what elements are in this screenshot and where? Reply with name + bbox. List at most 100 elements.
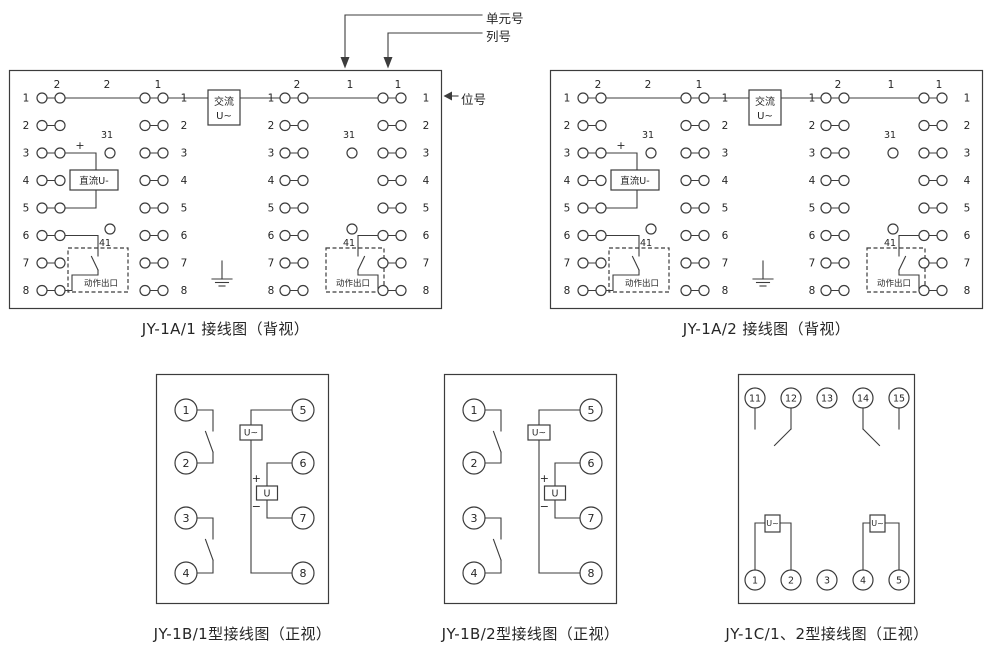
outlet-wire <box>898 234 920 257</box>
terminal-circle <box>297 119 309 132</box>
row-number: 7 <box>23 258 30 270</box>
terminal-circle <box>377 147 389 159</box>
outlet-label: 动作出口 <box>877 278 911 289</box>
terminal-circle <box>698 92 710 104</box>
terminal-circle <box>395 284 407 297</box>
dc-box <box>610 169 660 191</box>
dc-box <box>69 169 119 191</box>
ac-box <box>869 514 886 533</box>
terminal-circle <box>852 569 874 591</box>
terminal-31-label: 31 <box>343 130 355 141</box>
column-header: 1 <box>155 79 162 91</box>
ac-box-label: 交流 <box>755 95 775 108</box>
terminal-number: 13 <box>821 394 833 405</box>
terminal-circle <box>395 229 407 242</box>
row-number: 2 <box>268 120 275 132</box>
terminal-circle <box>157 229 169 242</box>
terminal-circle <box>395 92 407 104</box>
terminal-circle <box>139 202 151 214</box>
terminal-circle <box>139 119 151 132</box>
ac-box <box>239 424 263 441</box>
dc-wire <box>64 189 97 209</box>
contact-wire <box>484 409 502 432</box>
ac-box <box>748 89 782 126</box>
terminal-circle <box>139 284 151 297</box>
terminal-circle <box>780 387 802 409</box>
terminal-circle <box>297 147 309 159</box>
terminal-circle <box>838 257 850 269</box>
terminal-circle <box>36 202 48 214</box>
terminal-circle <box>820 174 832 187</box>
outlet-box <box>325 247 385 293</box>
terminal-circle <box>820 229 832 242</box>
diagram-border <box>8 69 443 310</box>
terminal-circle <box>395 119 407 132</box>
terminal-number: 7 <box>588 512 595 525</box>
terminal-circle <box>680 202 692 214</box>
row-number: 7 <box>181 258 188 270</box>
terminal-circle <box>54 174 66 187</box>
terminal-number: 14 <box>857 394 869 405</box>
terminal-circle <box>595 119 607 132</box>
column-header: 2 <box>104 79 111 91</box>
row-number: 8 <box>268 285 275 297</box>
dc-wire <box>554 499 581 519</box>
terminal-circle <box>297 174 309 187</box>
terminal-circle <box>680 229 692 242</box>
column-header: 1 <box>696 79 703 91</box>
terminal-circle <box>377 119 389 132</box>
switch-blade <box>862 428 881 447</box>
contact-wire <box>196 451 214 464</box>
callout-arrow-unit-icon <box>340 57 350 69</box>
terminal-circle <box>291 451 315 475</box>
terminal-circle <box>680 284 692 297</box>
terminal-number: 6 <box>300 457 307 470</box>
terminal-circle <box>888 387 910 409</box>
row-number: 5 <box>964 203 971 215</box>
callout-arrows <box>340 14 483 101</box>
terminal-circle <box>852 387 874 409</box>
ac-box <box>207 89 241 126</box>
terminal-circle <box>698 147 710 159</box>
terminal-circle <box>595 92 607 104</box>
terminal-circle <box>577 284 589 297</box>
terminal-circle <box>54 229 66 242</box>
row-number: 2 <box>809 120 816 132</box>
terminal-circle <box>698 174 710 187</box>
terminal-circle <box>918 147 930 159</box>
terminal-41 <box>346 223 358 235</box>
terminal-circle <box>680 92 692 104</box>
row-number: 5 <box>423 203 430 215</box>
row-number: 7 <box>268 258 275 270</box>
terminal-circle <box>816 569 838 591</box>
callout-position-label: 位号 <box>461 92 487 107</box>
terminal-circle <box>579 506 603 530</box>
row-number: 1 <box>564 93 571 105</box>
terminal-circle <box>838 229 850 242</box>
terminal-circle <box>579 561 603 585</box>
terminal-circle <box>139 229 151 242</box>
outlet-box <box>866 247 926 293</box>
terminal-circle <box>698 284 710 297</box>
row-number: 6 <box>809 230 816 242</box>
terminal-circle <box>579 398 603 422</box>
terminal-circle <box>820 202 832 214</box>
contact-wire <box>484 517 502 540</box>
row-number: 2 <box>964 120 971 132</box>
caption-jy-1a2: JY-1A/2 接线图（背视） <box>682 320 851 338</box>
row-number: 8 <box>181 285 188 297</box>
terminal-circle <box>174 506 198 530</box>
column-header: 1 <box>888 79 895 91</box>
terminal-circle <box>174 451 198 475</box>
terminal-circle <box>157 119 169 132</box>
terminal-circle <box>377 92 389 104</box>
terminal-circle <box>744 387 766 409</box>
terminal-circle <box>680 119 692 132</box>
row-number: 5 <box>809 203 816 215</box>
terminal-circle <box>820 284 832 297</box>
